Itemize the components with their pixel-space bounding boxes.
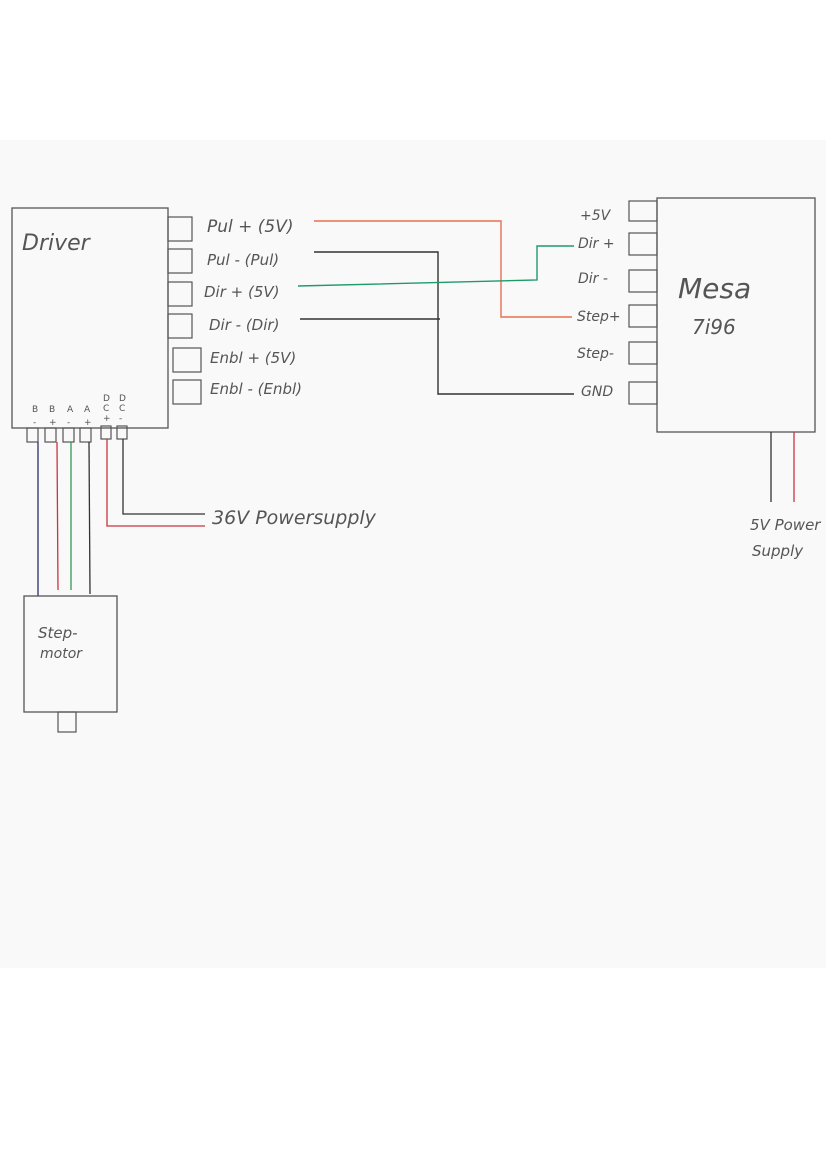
mesa-terminal-dir-minus (628, 269, 658, 293)
driver-power-label: 36V Powersupply (212, 507, 377, 529)
mesa-label-step-plus: Step+ (577, 309, 621, 325)
paper-sheet (0, 140, 826, 968)
driver-label-dir-minus: Dir - (Dir) (209, 316, 279, 334)
wire-pul-plus-to-step-plus (314, 220, 572, 318)
mesa-title: Mesa (678, 272, 751, 305)
mesa-label-dir-minus: Dir - (578, 271, 608, 287)
driver-terminal-enbl-plus (172, 347, 202, 373)
driver-power-wires: 36V Powersupply (106, 439, 377, 529)
driver-terminal-pul-plus (167, 216, 193, 242)
bottom-sign-2: + (49, 418, 57, 428)
bottom-pin-6 (116, 425, 128, 440)
bottom-sign-5: + (103, 414, 111, 424)
bottom-sign-3: - (67, 418, 70, 428)
bottom-label-a2: A (84, 405, 91, 415)
driver-terminal-enbl-minus (172, 379, 202, 405)
mesa-terminal-dir-plus (628, 232, 658, 256)
motor-wire-black (88, 441, 91, 595)
motor-wire-red (56, 441, 59, 591)
mesa-power-label-supply: Supply (752, 542, 804, 560)
wire-36v-black (122, 439, 205, 515)
mesa-label-5v: +5V (580, 208, 612, 224)
mesa-module: Mesa 7i96 +5V Dir + Dir - Step+ Step- GN… (577, 197, 821, 560)
mesa-terminal-5v (628, 200, 658, 222)
bottom-sign-4: + (84, 418, 92, 428)
step-motor: Step- motor (23, 441, 118, 733)
motor-label: Step- (38, 624, 78, 642)
mesa-terminal-step-minus (628, 341, 658, 365)
bottom-pin-1 (26, 427, 39, 443)
bottom-label-c2: C (119, 404, 125, 414)
motor-label-second: motor (40, 646, 83, 662)
wire-dir-plus-to-dir-plus (297, 245, 574, 287)
bottom-sign-1: - (33, 418, 36, 428)
driver-label-pul-minus: Pul - (Pul) (207, 251, 279, 269)
bottom-pin-5 (100, 425, 112, 440)
driver-module: Driver Pul + (5V) Pul - (Pul) Dir + (5V)… (11, 207, 302, 443)
driver-label-dir-plus: Dir + (5V) (204, 283, 280, 301)
driver-label-enbl-plus: Enbl + (5V) (210, 349, 296, 367)
mesa-label-step-minus: Step- (577, 346, 614, 362)
mesa-label-gnd: GND (581, 384, 613, 400)
driver-title: Driver (22, 231, 92, 256)
driver-terminal-dir-plus (167, 281, 193, 307)
motor-shaft (57, 711, 77, 733)
wire-pul-minus-to-gnd (314, 251, 574, 395)
bottom-label-a1: A (67, 405, 74, 415)
mesa-subtitle: 7i96 (692, 315, 736, 339)
mesa-terminal-gnd (628, 381, 658, 405)
bottom-pin-2 (44, 427, 57, 443)
driver-terminal-dir-minus (167, 313, 193, 339)
bottom-pin-4 (79, 427, 92, 443)
driver-terminal-pul-minus (167, 248, 193, 274)
wire-36v-red (106, 439, 205, 527)
bottom-label-b1: B (32, 405, 38, 415)
mesa-terminal-step-plus (628, 304, 658, 328)
mesa-box (656, 197, 816, 433)
bottom-label-d2: D (119, 394, 126, 404)
bottom-label-d1: D (103, 394, 110, 404)
mesa-label-dir-plus: Dir + (578, 236, 615, 252)
bottom-pin-3 (62, 427, 75, 443)
signal-wires (297, 220, 574, 395)
bottom-sign-6: - (119, 414, 122, 424)
driver-label-enbl-minus: Enbl - (Enbl) (210, 380, 302, 398)
bottom-label-c1: C (103, 404, 109, 414)
mesa-power-label: 5V Power (750, 516, 821, 534)
driver-label-pul-plus: Pul + (5V) (207, 217, 294, 237)
bottom-label-b2: B (49, 405, 55, 415)
